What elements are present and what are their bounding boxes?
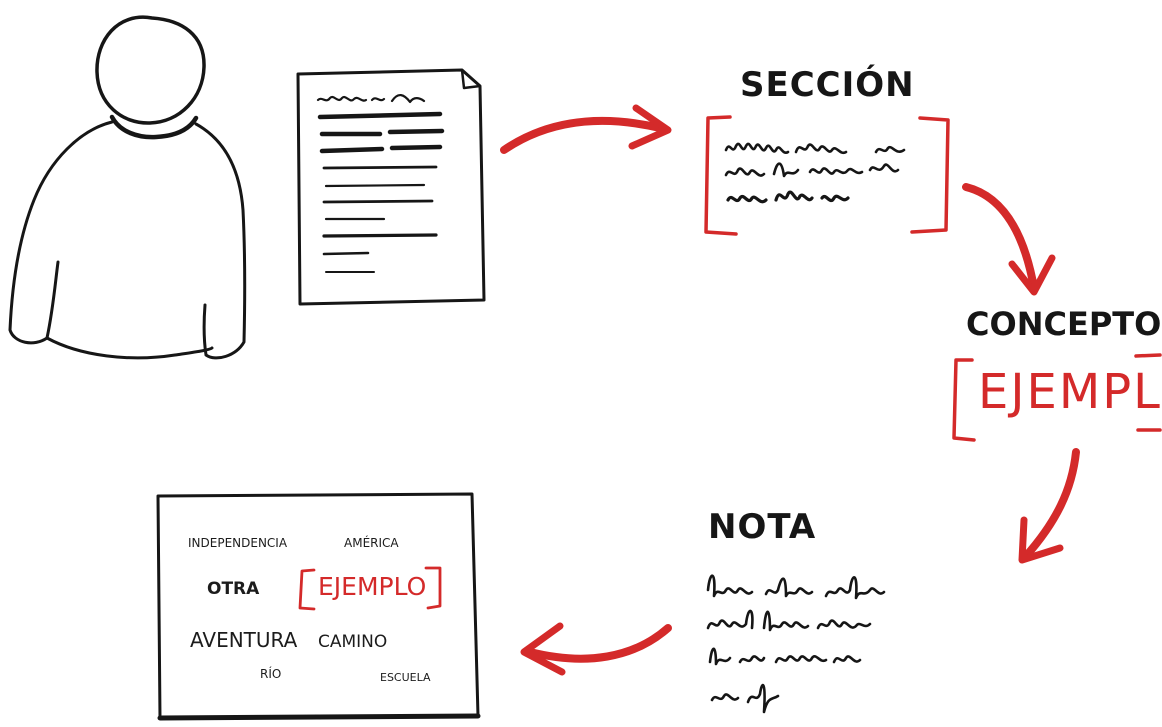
board-word-otra: OTRA (207, 579, 260, 599)
section-title: SECCIÓN (740, 65, 915, 105)
bracket-icon (298, 566, 442, 611)
arrow-icon (500, 104, 672, 154)
concept-title: CONCEPTO (966, 305, 1162, 343)
board-word-ejemplo: EJEMPLO (318, 572, 427, 601)
person-icon (8, 15, 247, 360)
arrow-icon (962, 183, 1056, 296)
board-word-escuela: ESCUELA (380, 671, 431, 684)
board-word-rio: RÍO (260, 667, 282, 681)
bracket-icon (704, 115, 950, 236)
document-icon (296, 68, 486, 306)
arrow-icon (520, 622, 672, 676)
board-word-independencia: INDEPENDENCIA (188, 536, 288, 550)
concept-example: EJEMPLO (978, 364, 1162, 420)
note-title: NOTA (708, 507, 817, 547)
word-board-icon (156, 492, 481, 721)
scribble-text-icon (724, 142, 906, 204)
board-word-camino: CAMINO (318, 632, 388, 652)
scribble-text-icon (706, 574, 886, 714)
board-word-aventura: AVENTURA (190, 628, 298, 652)
bracket-icon (952, 353, 1162, 442)
arrow-icon (1018, 448, 1080, 564)
board-word-america: AMÉRICA (344, 536, 399, 550)
